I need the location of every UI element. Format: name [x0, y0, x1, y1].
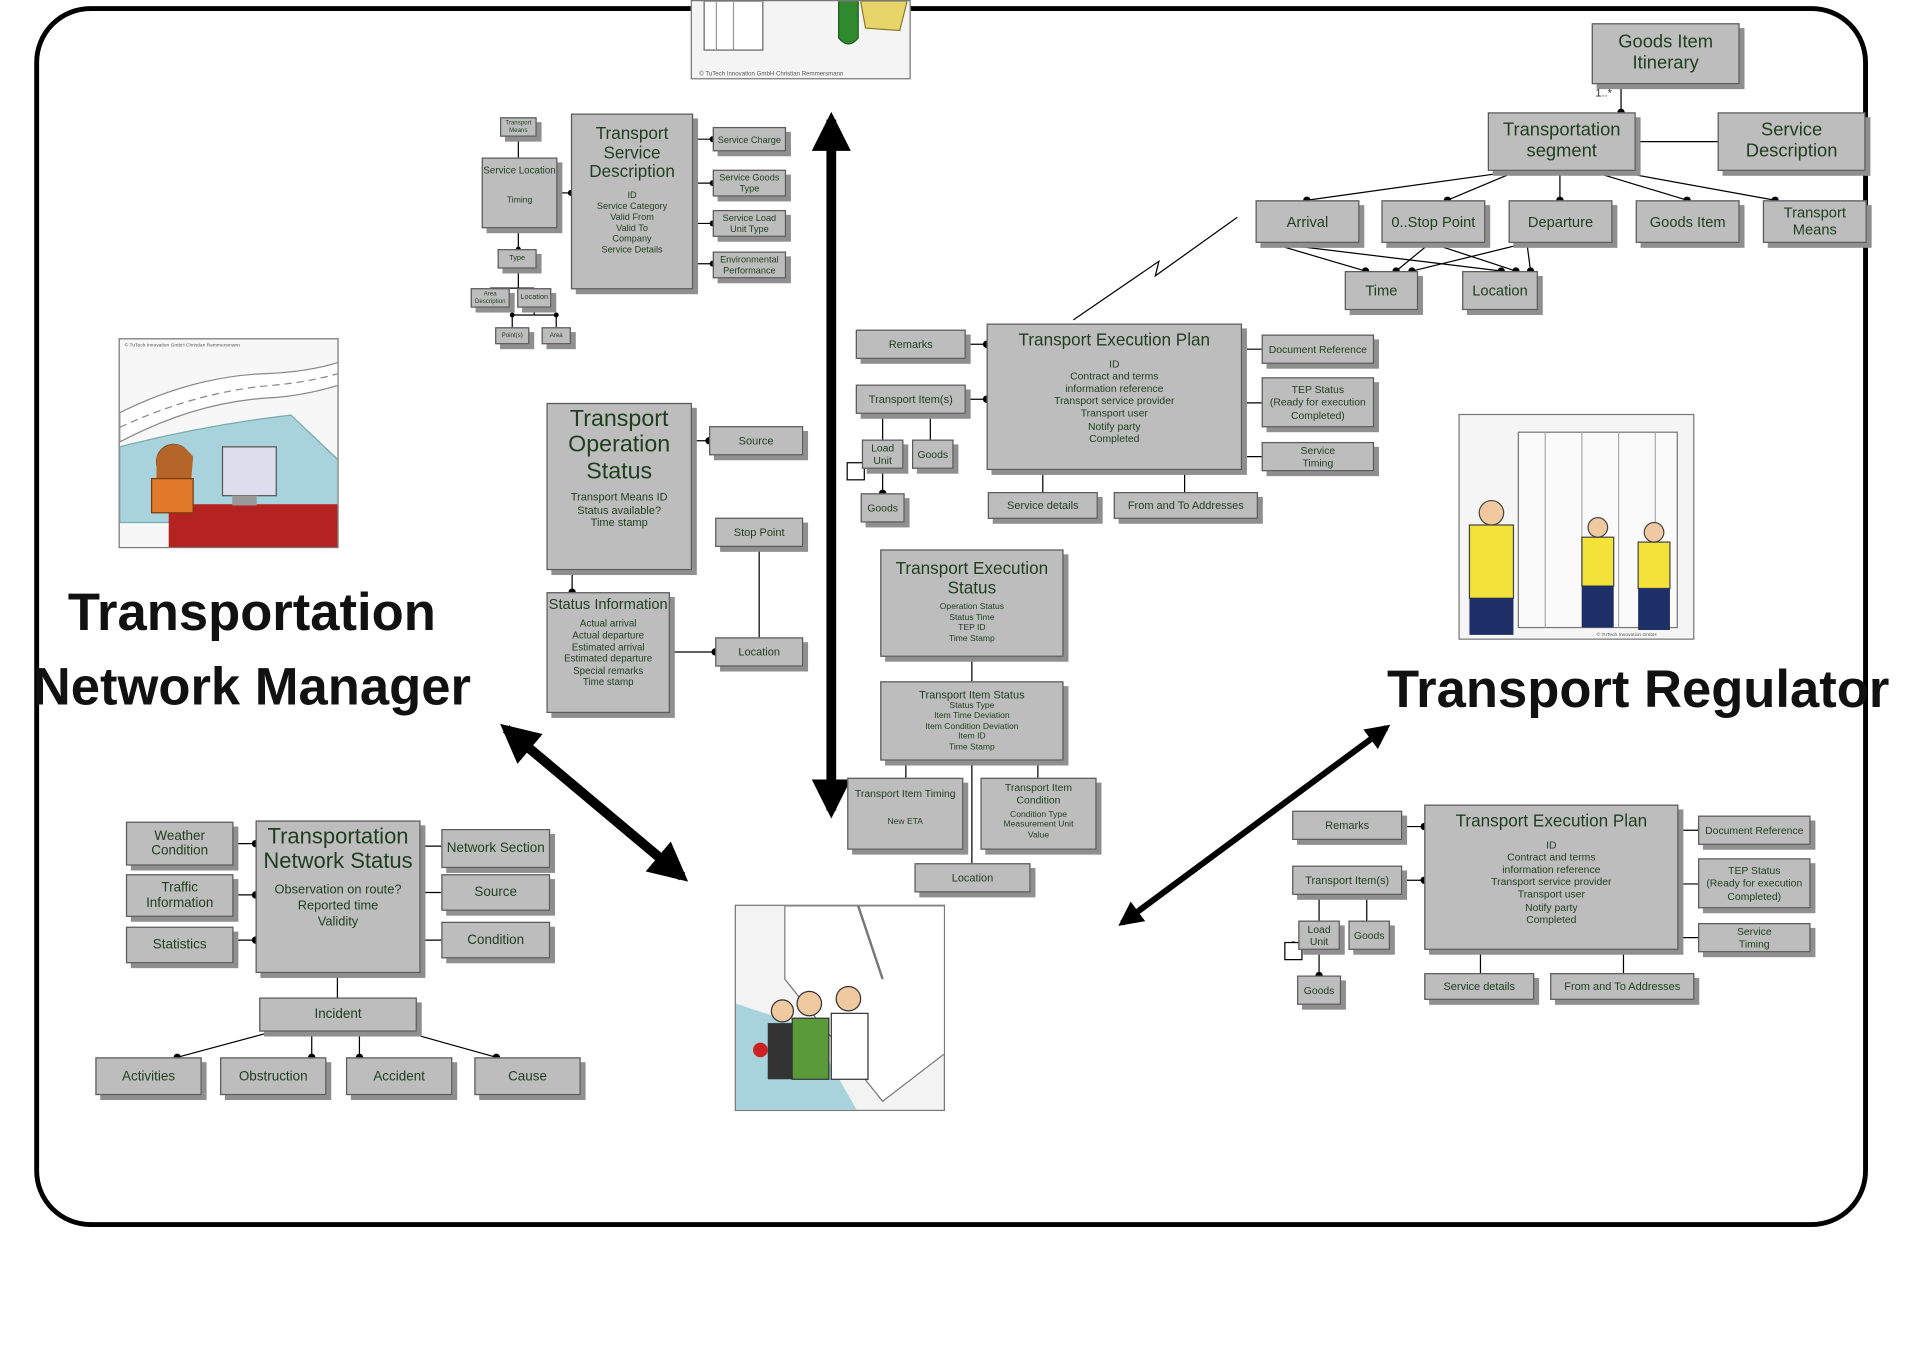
picture-copyright: © TuTech Innovation GmbH: [1597, 631, 1657, 638]
transport-service-description: Transport Service Description ID Service…: [570, 113, 694, 290]
tep-top-transport-items: Transport Item(s): [855, 384, 966, 414]
tep-bottom-addresses: From and To Addresses: [1550, 973, 1695, 1000]
operator-at-computer-icon: © TuTech Innovation GmbH Christian Remme…: [119, 342, 338, 547]
tns-condition: Condition: [441, 921, 551, 959]
tes-transport-item-timing: Transport Item Timing New ETA: [847, 777, 964, 850]
tep-top-load-unit: Load Unit: [861, 439, 904, 469]
illustration-top: © TuTech Innovation GmbH Christian Remme…: [690, 0, 911, 80]
seg-service-description: Service Description: [1717, 112, 1866, 171]
tsd-location: Location: [517, 288, 552, 308]
tos-status-information: Status Information Actual arrival Actual…: [546, 592, 670, 714]
tsd-area: Area: [541, 327, 571, 345]
transport-execution-status: Transport Execution Status Operation Sta…: [880, 549, 1064, 657]
tep-top-document-reference: Document Reference: [1261, 334, 1375, 364]
transport-operation-status: Transport Operation Status Transport Mea…: [546, 402, 692, 571]
tes-location: Location: [914, 863, 1031, 893]
tns-incident: Incident: [259, 997, 417, 1032]
tsd-area-description: Area Description: [470, 288, 510, 308]
tsd-transport-means: Transport Means: [500, 117, 537, 137]
tns-traffic-information: Traffic Information: [125, 874, 234, 917]
tos-location: Location: [715, 637, 804, 667]
tns-weather-condition: Weather Condition: [125, 821, 234, 866]
tep-top-addresses: From and To Addresses: [1113, 492, 1258, 519]
seg-location: Location: [1462, 271, 1538, 311]
seg-multiplicity: 1..*: [1595, 86, 1612, 99]
role-transport-regulator: Transport Regulator: [1386, 660, 1890, 720]
illustration-left: © TuTech Innovation GmbH Christian Remme…: [118, 338, 339, 549]
tep-top-service-timing: Service Timing: [1261, 441, 1375, 472]
tep-bottom-transport-items: Transport Item(s): [1292, 865, 1403, 895]
tos-stop-point: Stop Point: [715, 517, 804, 547]
tep-bottom-service-details: Service details: [1424, 973, 1535, 1000]
tep-bottom-document-reference: Document Reference: [1698, 815, 1811, 845]
tep-bottom-remarks: Remarks: [1292, 810, 1403, 840]
tsd-service-goods-type: Service Goods Type: [712, 169, 787, 197]
tns-statistics: Statistics: [125, 926, 234, 964]
tep-bottom-service-timing: Service Timing: [1698, 923, 1811, 953]
tsd-service-location: Service Location Timing: [481, 157, 558, 229]
role-transportation-network-manager: Transportation Network Manager: [32, 583, 471, 717]
tep-bottom-goods: Goods: [1348, 920, 1390, 950]
tns-obstruction: Obstruction: [220, 1057, 327, 1096]
tsd-points: Point(s): [495, 327, 530, 345]
port-crew-icon: [735, 905, 944, 1110]
seg-time: Time: [1344, 271, 1419, 311]
tes-transport-item-status: Transport Item Status Status Type Item T…: [880, 681, 1064, 761]
seg-stop-point: 0..Stop Point: [1381, 200, 1486, 243]
tep-bottom-load-unit: Load Unit: [1298, 920, 1340, 950]
transport-execution-plan-top: Transport Execution Plan ID Contract and…: [986, 323, 1243, 471]
illustration-bottom: [734, 904, 945, 1112]
picture-copyright: © TuTech Innovation GmbH Christian Remme…: [699, 71, 843, 78]
tep-top-remarks: Remarks: [855, 329, 966, 359]
transportation-network-status: Transportation Network Status Observatio…: [255, 820, 421, 974]
tos-source: Source: [709, 426, 804, 456]
tes-transport-item-condition: Transport Item Condition Condition Type …: [980, 777, 1097, 850]
seg-transport-means: Transport Means: [1762, 200, 1867, 243]
transport-execution-plan-bottom: Transport Execution Plan ID Contract and…: [1424, 804, 1679, 950]
tep-top-tep-status: TEP Status (Ready for execution Complete…: [1261, 377, 1375, 428]
tep-top-goods: Goods: [911, 439, 954, 469]
tsd-type: Type: [497, 249, 537, 269]
seg-goods-item: Goods Item: [1635, 200, 1740, 243]
seg-transportation-segment: Transportation segment: [1487, 112, 1636, 171]
tep-top-goods-lower: Goods: [860, 493, 905, 523]
tns-cause: Cause: [474, 1057, 581, 1096]
inspectors-at-container-icon: © TuTech Innovation GmbH: [1468, 431, 1678, 638]
tns-source: Source: [441, 874, 551, 911]
tns-activities: Activities: [95, 1057, 202, 1096]
seg-arrival: Arrival: [1255, 200, 1360, 243]
seg-goods-item-itinerary: Goods Item Itinerary: [1591, 23, 1740, 85]
picture-copyright: © TuTech Innovation GmbH Christian Remme…: [125, 342, 241, 349]
tep-bottom-tep-status: TEP Status (Ready for execution Complete…: [1698, 858, 1811, 909]
tsd-service-load-unit-type: Service Load Unit Type: [712, 209, 787, 237]
tsd-service-charge: Service Charge: [712, 126, 787, 152]
tep-bottom-goods-lower: Goods: [1297, 975, 1342, 1005]
person-with-map-icon: © TuTech Innovation GmbH Christian Remme…: [699, 1, 908, 78]
tep-top-service-details: Service details: [987, 492, 1098, 519]
illustration-right: © TuTech Innovation GmbH: [1458, 413, 1695, 640]
tsd-environmental-performance: Environmental Performance: [712, 251, 787, 279]
tns-accident: Accident: [345, 1057, 453, 1096]
tns-network-section: Network Section: [441, 828, 551, 869]
seg-departure: Departure: [1508, 200, 1613, 243]
